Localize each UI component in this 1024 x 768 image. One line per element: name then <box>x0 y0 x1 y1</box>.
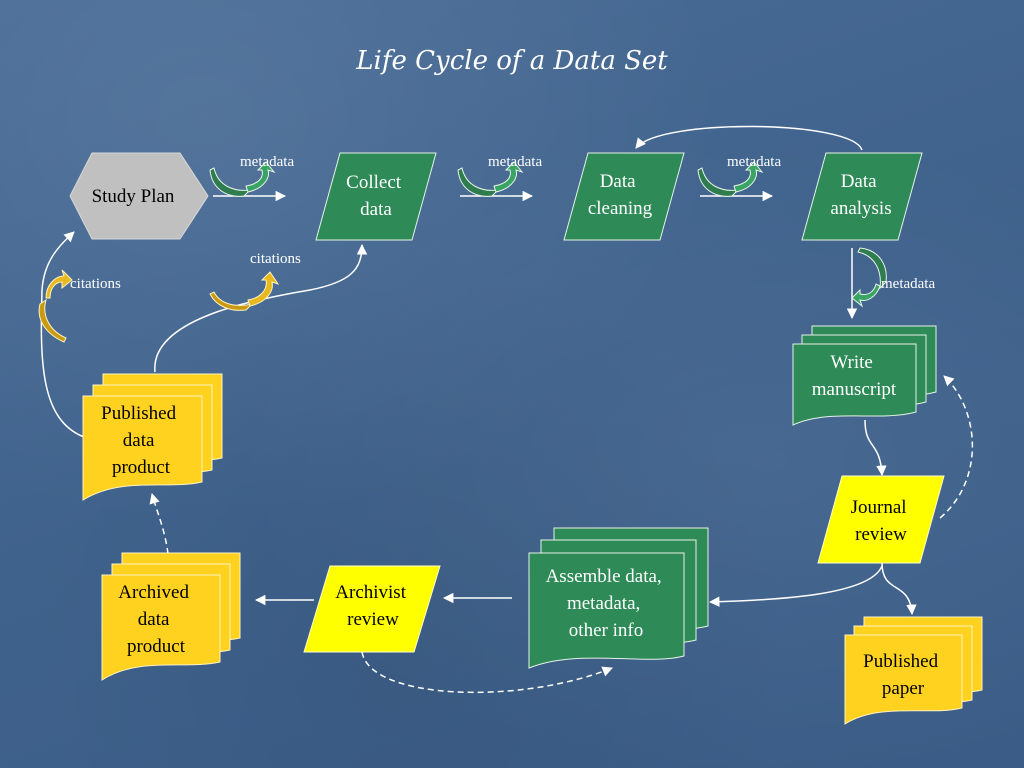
data-analysis-label: Data analysis <box>830 171 891 219</box>
collect-data-shape <box>315 152 437 241</box>
diagram-title: Life Cycle of a Data Set <box>356 46 668 76</box>
dashed-archived-to-published <box>149 492 169 555</box>
arrow-manuscript-to-journal <box>864 419 887 477</box>
archived-product-shape <box>101 552 241 681</box>
journal-review-label: Journal review <box>851 497 912 545</box>
arrow-product-to-collect <box>154 243 368 373</box>
archived-product-label: Archived data product <box>118 582 193 657</box>
collect-data-label: Collect data <box>346 172 406 220</box>
metadata-label-1: metadata <box>240 154 294 170</box>
metadata-label-2: metadata <box>488 154 542 170</box>
study-plan-hexagon <box>69 152 209 240</box>
archivist-review-shape <box>303 565 441 653</box>
published-paper-shape <box>844 616 983 725</box>
metadata-curve-icon-4 <box>851 247 887 308</box>
journal-review-shape <box>817 475 945 564</box>
data-analysis-shape <box>801 152 923 241</box>
archivist-review-label: Archivist review <box>335 582 410 630</box>
assemble-shape <box>528 527 709 669</box>
published-product-shape <box>82 373 223 501</box>
citations-label-1: citations <box>250 251 301 267</box>
published-product-label: Published data product <box>101 403 181 478</box>
metadata-curve-icon-1 <box>209 161 276 197</box>
study-plan-label: Study Plan <box>92 186 175 207</box>
dashed-journal-to-manuscript <box>939 375 974 519</box>
citations-curve-icon-2 <box>38 269 73 343</box>
metadata-label-4: metadata <box>881 276 935 292</box>
metadata-curve-icon-3 <box>697 161 764 197</box>
write-manuscript-label: Write manuscript <box>812 352 897 400</box>
data-cleaning-shape <box>563 152 685 241</box>
write-manuscript-shape <box>792 325 937 426</box>
data-cleaning-label: Data cleaning <box>588 171 653 219</box>
citations-label-2: citations <box>70 276 121 292</box>
arrow-product-to-studyplan <box>40 231 85 438</box>
arrow-analysis-back-to-cleaning <box>635 125 863 151</box>
published-paper-label: Published paper <box>863 651 943 699</box>
metadata-curve-icon-2 <box>457 161 524 197</box>
arrow-journal-to-paper <box>881 562 917 616</box>
assemble-label: Assemble data, metadata, other info <box>546 566 667 641</box>
metadata-label-3: metadata <box>727 154 781 170</box>
arrow-journal-to-assemble <box>708 565 883 607</box>
citations-curve-icon-1 <box>209 271 280 311</box>
